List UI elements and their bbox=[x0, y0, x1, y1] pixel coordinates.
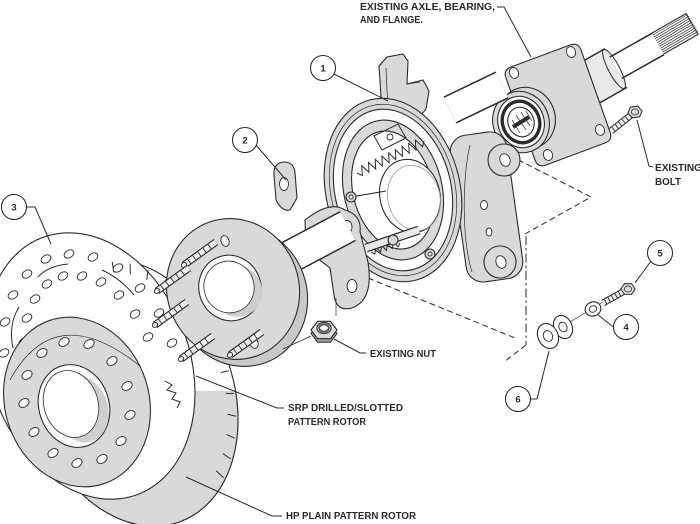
callout-4-number: 4 bbox=[623, 323, 629, 334]
callout-6: 6 bbox=[504, 385, 532, 413]
caliper-mount-bracket-ears bbox=[463, 143, 521, 279]
callouts: 1 2 3 4 5 6 bbox=[0, 54, 674, 413]
leader-existing-axle bbox=[497, 6, 532, 58]
axle-tube-rear bbox=[443, 71, 509, 124]
mount-hardware bbox=[536, 283, 636, 350]
parking-brake-backing-plate-assembly bbox=[323, 53, 463, 283]
leader-existing-bolt bbox=[636, 119, 654, 168]
brake-rotor bbox=[0, 232, 239, 524]
collar-end-cap bbox=[602, 48, 626, 90]
callout-5: 5 bbox=[646, 239, 674, 267]
text-labels: EXISTING AXLE, BEARING, AND FLANGE. EXIS… bbox=[286, 2, 700, 522]
leader-callout-2 bbox=[255, 144, 287, 181]
mounting-bolt bbox=[601, 283, 636, 307]
existing-nut bbox=[282, 298, 338, 350]
rotor-hat-bolt-holes bbox=[18, 337, 136, 468]
pattern-split-line bbox=[164, 380, 181, 409]
leader-callout-4 bbox=[596, 313, 615, 328]
axle-assembly bbox=[492, 12, 699, 167]
callout-2: 2 bbox=[231, 126, 259, 154]
bearing-seal-ring bbox=[500, 99, 542, 145]
label-srp-rotor-line2: PATTERN ROTOR bbox=[288, 417, 367, 428]
leader-callout-3 bbox=[26, 206, 52, 245]
wheel-studs bbox=[151, 238, 265, 363]
callout-5-number: 5 bbox=[657, 249, 663, 260]
callout-1-number: 1 bbox=[320, 64, 326, 75]
existing-bolt bbox=[608, 105, 643, 134]
leader-callout-6 bbox=[530, 350, 550, 400]
leader-hp-rotor bbox=[185, 476, 282, 517]
leader-callout-5 bbox=[634, 260, 652, 284]
label-existing-bolt-line2: BOLT bbox=[655, 177, 681, 188]
flat-washer-2 bbox=[536, 322, 560, 350]
leader-callout-1 bbox=[333, 73, 389, 102]
callout-3-number: 3 bbox=[11, 203, 16, 214]
spline-hatch bbox=[646, 14, 699, 56]
projection-lines bbox=[367, 150, 593, 363]
callout-4: 4 bbox=[612, 313, 640, 341]
bearing-bore-slot bbox=[511, 115, 531, 129]
label-hp-rotor: HP PLAIN PATTERN ROTOR bbox=[286, 511, 417, 522]
label-existing-bolt-line1: EXISTING bbox=[655, 163, 700, 174]
label-existing-axle-line1: EXISTING AXLE, BEARING, bbox=[360, 2, 495, 13]
label-existing-nut: EXISTING NUT bbox=[370, 349, 436, 360]
callout-6-number: 6 bbox=[515, 395, 520, 406]
leader-lines bbox=[26, 6, 654, 517]
adjuster-star-wheel bbox=[387, 234, 399, 246]
spring-anchor-block bbox=[373, 123, 407, 151]
rotor-hat bbox=[2, 316, 152, 488]
callout-3: 3 bbox=[0, 193, 28, 221]
rotor-slot bbox=[11, 306, 20, 349]
rotor-slot bbox=[37, 263, 69, 278]
leader-srp-rotor bbox=[195, 375, 284, 409]
label-existing-axle-line2: AND FLANGE. bbox=[360, 15, 423, 26]
callout-1: 1 bbox=[309, 54, 337, 82]
leader-existing-nut bbox=[333, 338, 366, 354]
callout-2-number: 2 bbox=[242, 136, 247, 147]
axle-flange bbox=[151, 218, 309, 367]
label-srp-rotor-line1: SRP DRILLED/SLOTTED bbox=[288, 403, 403, 414]
rotor-slot bbox=[101, 269, 135, 296]
axle-bearing bbox=[492, 86, 556, 154]
lock-washer bbox=[584, 301, 602, 317]
